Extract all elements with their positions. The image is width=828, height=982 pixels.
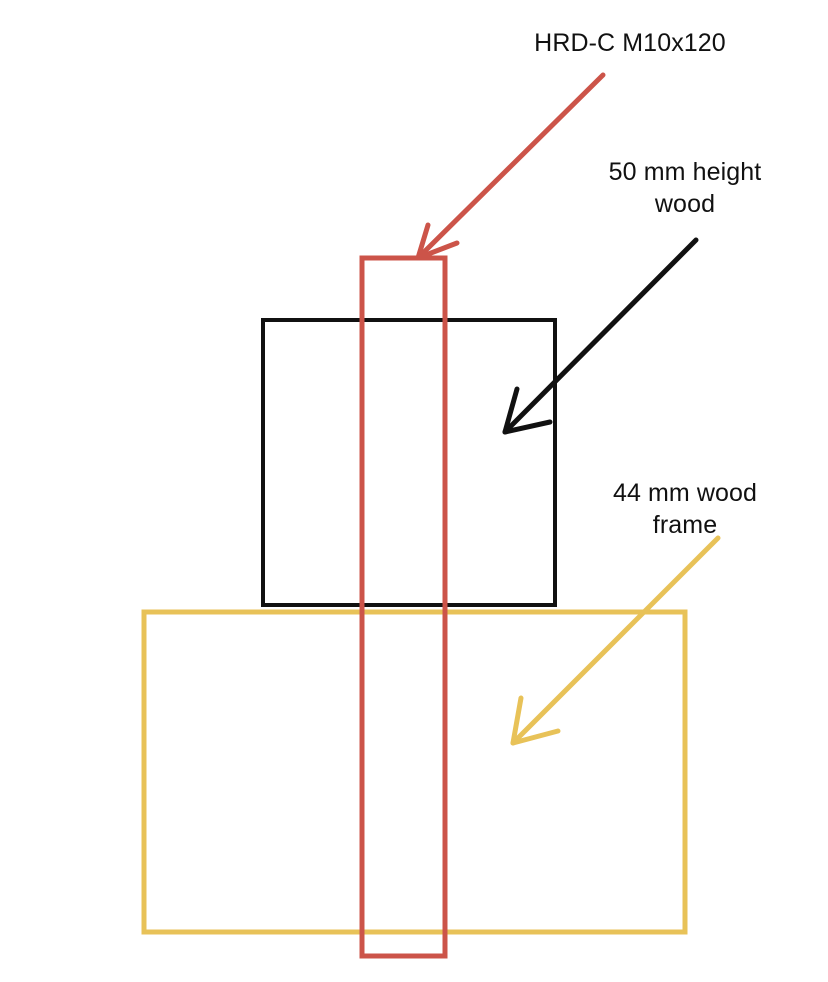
wood-arrow-shaft [502,237,699,435]
bolt-shank-rect [359,255,448,959]
bolt-pointer-arrow [415,72,606,261]
wood-pointer-arrow [502,237,699,435]
frame-arrow-barb-upper [510,695,524,746]
frame-arrow-barb-lower [510,728,561,746]
wood-frame-rect [141,609,688,935]
frame-arrow-shaft [510,535,721,746]
wood-frame-label: 44 mm wood frame [612,479,758,539]
wood-block-rect [261,318,557,607]
wood-arrow-barb-upper [502,386,520,435]
bolt-label: HRD-C M10x120 [534,29,726,57]
wood-block-label: 50 mm height wood [608,158,762,218]
wood-arrow-barb-lower [502,419,553,435]
bolt-arrow-barb-lower [415,240,460,261]
bolt-arrow-barb-upper [415,222,431,261]
bolt-arrow-shaft [415,72,606,261]
frame-pointer-arrow [510,535,721,746]
